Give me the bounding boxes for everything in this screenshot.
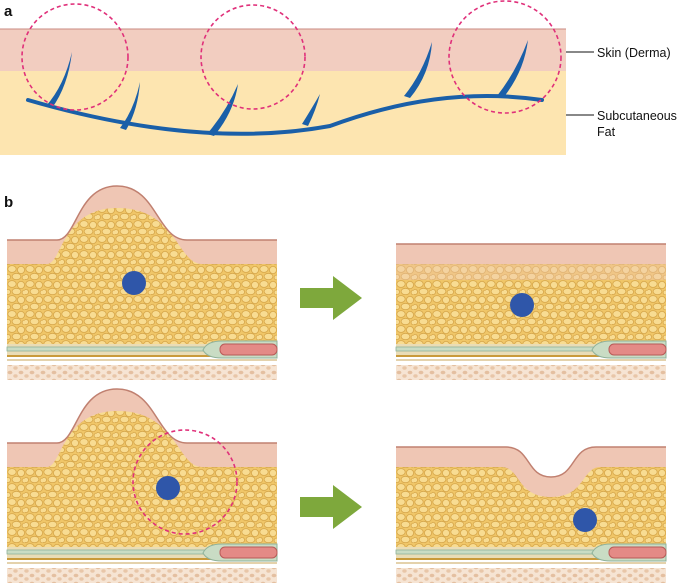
nodule <box>156 476 180 500</box>
nodule <box>122 271 146 295</box>
panel-a-label: a <box>4 3 13 20</box>
fat-callout-line2: Fat <box>597 125 616 139</box>
block-bottom-right <box>395 446 667 584</box>
arrow-bottom <box>300 485 362 529</box>
skin-callout: Skin (Derma) <box>597 46 671 60</box>
arrow-top <box>300 276 362 320</box>
main-vessel <box>26 93 544 136</box>
skin-layer <box>0 29 566 71</box>
block-top-left <box>6 185 278 381</box>
dashed-circles <box>21 0 562 114</box>
dashed-circle <box>132 429 238 535</box>
fat-layer <box>0 71 566 155</box>
block-top-right <box>395 243 667 381</box>
vessel-branches <box>46 40 528 136</box>
skin-bulge <box>7 389 277 467</box>
block-bottom-left <box>6 388 278 584</box>
nodule <box>573 508 597 532</box>
skin-depression <box>396 447 666 497</box>
nodule <box>510 293 534 317</box>
panel-a-diagram: Skin (Derma) Subcutaneous Fat <box>0 0 677 155</box>
panel-b-label: b <box>4 194 13 211</box>
skin-bulge <box>7 186 277 264</box>
fat-callout-line1: Subcutaneous <box>597 109 677 123</box>
